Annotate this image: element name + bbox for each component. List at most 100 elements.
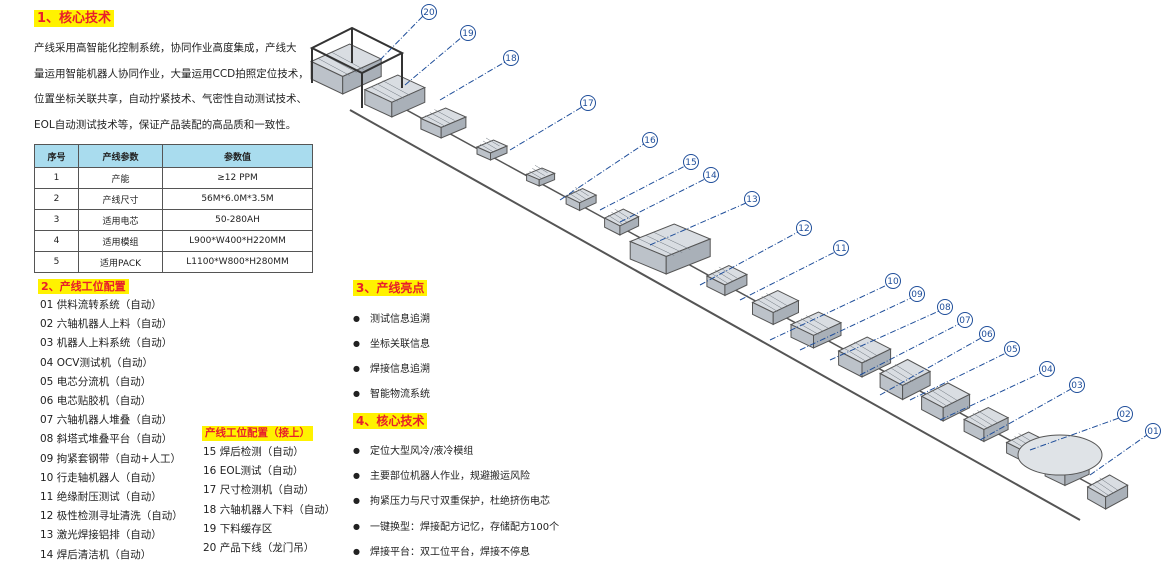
callout-leader-line	[559, 143, 645, 201]
callout-number: 19	[462, 29, 474, 39]
callout-circle	[909, 286, 925, 302]
station-item: 20 产品下线（龙门吊）	[203, 542, 315, 555]
callout-circle	[957, 312, 973, 328]
module-detail	[795, 321, 819, 335]
callout-circle	[580, 95, 596, 111]
callout-circle	[796, 220, 812, 236]
station-item: 11 绝缘耐压测试（自动）	[40, 491, 162, 504]
module-detail	[931, 390, 953, 404]
param-header-cell: 参数值	[162, 144, 313, 168]
module-front	[861, 348, 892, 378]
machine-module	[789, 311, 843, 349]
machine-module	[920, 382, 971, 422]
module-front	[942, 393, 971, 422]
callout-01: 01	[1089, 423, 1161, 476]
machine-module	[751, 289, 800, 326]
machine-module	[363, 74, 427, 118]
callout-circle	[833, 240, 849, 256]
core-tech-item: 焊接平台：双工位平台，焊接不停息	[353, 543, 530, 558]
callout-07: 07	[859, 312, 973, 376]
callout-number: 03	[1071, 381, 1082, 391]
module-front	[902, 370, 931, 401]
callout-circle	[744, 191, 760, 207]
module-front	[619, 216, 640, 236]
highlight-item: 智能物流系统	[353, 385, 430, 400]
callout-circle	[421, 4, 437, 20]
param-table: 序号 产线参数 参数值 1 产能 ≥12 PPM 2 产线尺寸 56M*6.0M…	[34, 144, 313, 273]
callout-circle	[703, 167, 719, 183]
station-item: 03 机器人上料系统（自动）	[40, 337, 173, 350]
highlight-item: 测试信息追溯	[353, 310, 430, 325]
module-detail	[843, 347, 868, 363]
callout-leader-line	[739, 251, 836, 301]
module-front	[724, 273, 748, 297]
module-detail	[332, 52, 364, 70]
machine-module	[628, 223, 712, 275]
callout-leader-line	[859, 323, 960, 376]
module-detail	[370, 86, 398, 102]
callout-11: 11	[739, 240, 849, 301]
station-item: 06 电芯贴胶机（自动）	[40, 395, 152, 408]
section2b-title: 产线工位配置（接上）	[202, 426, 313, 441]
station-item: 04 OCV测试机（自动）	[40, 356, 153, 369]
station-item: 15 焊后检测（自动）	[203, 446, 304, 458]
callout-leader-line	[939, 372, 1042, 421]
callout-leader-line	[909, 352, 1007, 401]
table-row: 5 适用PACK L1100*W800*H280MM	[34, 251, 313, 273]
module-front	[440, 116, 467, 139]
callout-number: 17	[582, 99, 593, 109]
table-row: 2 产线尺寸 56M*6.0M*3.5M	[34, 188, 313, 210]
callout-03: 03	[979, 377, 1085, 441]
callout-leader-line	[1089, 434, 1148, 476]
station-item: 18 六轴机器人下料（自动）	[203, 503, 336, 516]
callout-circle	[460, 25, 476, 41]
callout-leader-line	[379, 15, 424, 61]
callout-09: 09	[799, 286, 925, 351]
callout-leader-line	[829, 310, 940, 361]
callout-number: 01	[1147, 427, 1158, 437]
station-item: 14 焊后清洁机（自动）	[40, 548, 152, 561]
callout-17: 17	[509, 95, 596, 151]
callout-leader-line	[879, 337, 982, 396]
callout-leader-line	[619, 178, 706, 223]
callout-number: 11	[835, 244, 846, 254]
station-item: 17 尺寸检测机（自动）	[203, 484, 315, 497]
core-tech-item: 定位大型风冷/液冷模组	[353, 442, 473, 457]
callout-15: 15	[599, 154, 699, 211]
callout-circle	[937, 299, 953, 315]
module-front	[391, 86, 426, 118]
callout-number: 12	[798, 224, 809, 234]
table-cell: L1100*W800*H280MM	[162, 251, 313, 273]
machine-module	[419, 107, 468, 139]
callout-circle	[979, 326, 995, 342]
callout-06: 06	[879, 326, 995, 396]
section3-title: 3、产线亮点	[353, 280, 428, 296]
callout-circle	[1039, 361, 1055, 377]
callout-circle	[642, 132, 658, 148]
core-tech-item: 主要部位机器人作业，规避搬运风险	[353, 467, 530, 482]
machine-module	[603, 208, 640, 236]
module-detail	[935, 387, 958, 401]
module-detail	[766, 293, 788, 306]
callout-13: 13	[649, 191, 760, 246]
module-front	[490, 145, 508, 161]
module-detail	[718, 266, 738, 279]
module-detail	[318, 58, 350, 76]
module-detail	[972, 413, 993, 426]
module-detail	[756, 299, 778, 312]
module-front	[579, 194, 597, 212]
module-detail	[571, 189, 586, 200]
callout-leader-line	[439, 61, 506, 101]
callout-number: 15	[685, 158, 696, 168]
station-item: 07 六轴机器人堆叠（自动）	[40, 414, 173, 427]
core-tech-item: 一键换型：焊接配方记忆，存储配方100个	[353, 518, 559, 533]
station-list: 01 供料流转系统（自动） 02 六轴机器人上料（自动） 03 机器人上料系统（…	[40, 296, 183, 565]
module-detail	[884, 370, 908, 385]
callout-number: 09	[911, 290, 923, 300]
module-detail	[638, 238, 675, 256]
station-item: 09 拘紧套钢带（自动+人工）	[40, 452, 181, 465]
machine-module	[1086, 474, 1129, 510]
callout-12: 12	[699, 220, 812, 286]
station-list-continued: 15 焊后检测（自动） 16 EOL测试（自动） 17 尺寸检测机（自动） 18…	[203, 443, 335, 558]
